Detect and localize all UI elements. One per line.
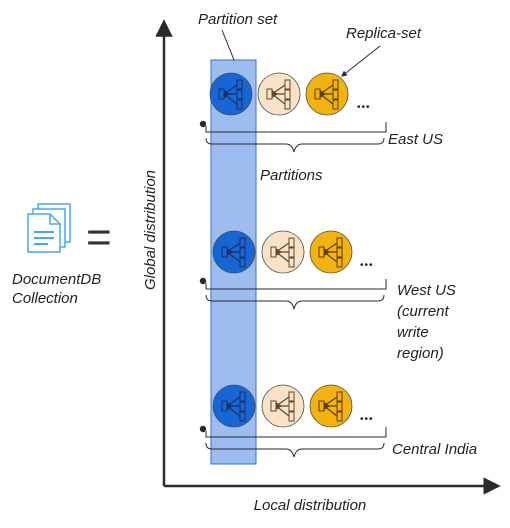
region-label-west-us-line-4: region): [397, 345, 444, 362]
partition-set-pointer: [221, 29, 235, 61]
collection-label-line1: DocumentDB: [12, 271, 101, 288]
ellipsis-west-us: •••: [360, 260, 374, 271]
replica-node-central-india-1: [212, 384, 256, 428]
y-axis-label: Global distribution: [142, 170, 159, 290]
replica-node-east-us-3: [305, 72, 349, 116]
ellipsis-east-us: •••: [357, 102, 371, 113]
region-anchor-dot-east-us: [199, 120, 207, 128]
replica-node-west-us-2: [261, 230, 305, 274]
region-label-west-us-line-1: West US: [397, 282, 456, 299]
collection-icon: [27, 203, 71, 253]
region-anchor-dot-central-india: [199, 425, 207, 433]
replica-node-east-us-1: [209, 72, 253, 116]
replica-node-east-us-2: [257, 72, 301, 116]
region-bracket-west-us: [205, 279, 387, 290]
region-rows: ••• East US ••• West US (current write region)…: [199, 72, 477, 458]
partition-brace-west-us: [205, 294, 385, 310]
region-label-east-us-line-1: East US: [388, 131, 443, 148]
replica-node-west-us-3: [309, 230, 353, 274]
collection-label-line2: Collection: [12, 290, 78, 307]
partitions-label: Partitions: [260, 167, 323, 184]
replica-node-central-india-3: [309, 384, 353, 428]
region-label-west-us-line-3: write: [397, 324, 429, 341]
region-row-central-india: ••• Central India: [199, 384, 477, 458]
region-anchor-dot-west-us: [199, 277, 207, 285]
region-bracket-east-us: [205, 122, 387, 133]
region-label-central-india-line-1: Central India: [392, 441, 477, 458]
region-label-west-us-line-2: (current: [397, 303, 450, 320]
replica-node-west-us-1: [212, 230, 256, 274]
x-axis-label: Local distribution: [254, 497, 367, 514]
region-row-east-us: ••• East US: [199, 72, 443, 153]
partition-brace-central-india: [205, 442, 385, 458]
equals-sign: =: [86, 213, 112, 262]
replica-node-central-india-2: [261, 384, 305, 428]
region-row-west-us: ••• West US (current write region): [199, 230, 456, 362]
replica-set-label: Replica-set: [346, 25, 422, 42]
replica-set-pointer: [341, 45, 381, 77]
partition-set-label: Partition set: [198, 11, 278, 28]
partition-brace-east-us: [205, 137, 385, 153]
ellipsis-central-india: •••: [360, 414, 374, 425]
region-bracket-central-india: [205, 427, 387, 438]
